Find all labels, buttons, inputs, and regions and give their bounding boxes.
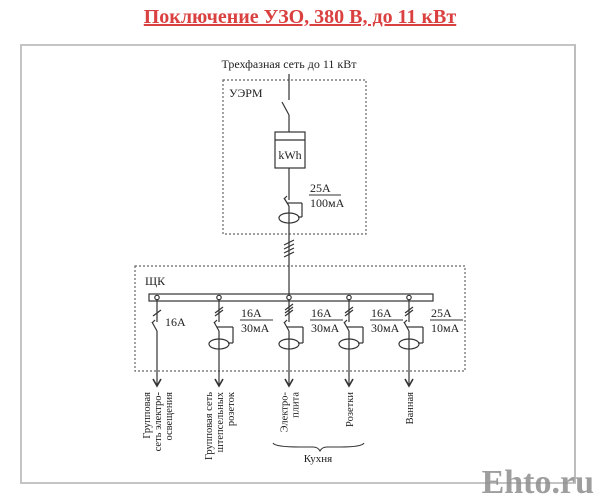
branch-sockets-group	[208, 294, 234, 388]
svg-text:сеть электро-: сеть электро-	[153, 392, 164, 452]
watermark-logo: Ehto.ru	[481, 464, 594, 501]
rcd-toroid	[208, 338, 230, 350]
kitchen-brace	[272, 442, 365, 453]
uerm-rcd-rating-top: 25A	[310, 181, 331, 195]
main-switch	[281, 101, 290, 116]
meter-label: kWh	[278, 148, 301, 162]
kwh-meter	[274, 131, 306, 169]
bus-terminal	[154, 294, 160, 301]
breaker-contact	[403, 321, 410, 332]
rating-bottom: 30мА	[371, 321, 400, 335]
rcd-toroid	[278, 338, 300, 350]
bus-bar	[148, 293, 434, 302]
rating-top: 16A	[241, 306, 262, 320]
rcd-toroid	[398, 338, 420, 350]
supply-label: Трехфазная сеть до 11 кВт	[222, 57, 358, 71]
bus-terminal	[216, 294, 222, 301]
breaker-contact	[283, 321, 290, 332]
shk-box	[134, 265, 466, 372]
branch-lighting	[151, 294, 162, 388]
breaker-contact	[343, 321, 350, 332]
arrow-down-icon	[214, 378, 224, 388]
output-label-bathroom: Ванная	[405, 392, 416, 425]
arrow-down-icon	[152, 378, 162, 388]
svg-text:Групповая: Групповая	[142, 392, 153, 439]
bus-terminal	[346, 294, 352, 301]
arrow-down-icon	[344, 378, 354, 388]
svg-text:Групповая сеть: Групповая сеть	[204, 392, 215, 460]
shk-label: ЩК	[145, 274, 166, 288]
rating-bottom: 10мА	[431, 321, 460, 335]
uerm-box	[222, 79, 367, 235]
rating-top: 16A	[311, 306, 332, 320]
uerm-label: УЭРМ	[229, 86, 263, 100]
page-title: Поключение УЗО, 380 В, до 11 кВт	[143, 6, 457, 28]
output-label-kitchen-sockets: Розетки	[345, 392, 356, 427]
svg-text:Розетки: Розетки	[345, 392, 356, 427]
branch-stove	[278, 294, 304, 388]
branch-bathroom	[398, 294, 424, 388]
arrow-down-icon	[284, 378, 294, 388]
bus-terminal	[286, 294, 292, 301]
svg-text:Электро-: Электро-	[280, 392, 291, 433]
rating-bottom: 30мА	[311, 321, 340, 335]
uerm-rcd-rating-bottom: 100мА	[310, 196, 345, 210]
rating-bottom: 30мА	[241, 321, 270, 335]
svg-text:Ванная: Ванная	[405, 392, 416, 425]
bus-terminal	[406, 294, 412, 301]
breaker-contact	[151, 321, 158, 332]
arrow-down-icon	[404, 378, 414, 388]
svg-text:штепсельных: штепсельных	[215, 391, 226, 452]
rcd-toroid	[338, 338, 360, 350]
svg-text:розеток: розеток	[226, 391, 237, 426]
breaker-contact	[213, 321, 220, 332]
rating-top: 16A	[371, 306, 392, 320]
svg-text:плита: плита	[291, 392, 302, 418]
rating-top: 25A	[431, 306, 452, 320]
branch-kitchen-sockets	[338, 294, 364, 388]
svg-text:освещения: освещения	[164, 392, 175, 441]
rating-top: 16A	[165, 315, 186, 329]
kitchen-label: Кухня	[304, 453, 332, 465]
diagram-frame	[20, 44, 576, 484]
output-label-stove: Электро-плита	[280, 392, 302, 433]
